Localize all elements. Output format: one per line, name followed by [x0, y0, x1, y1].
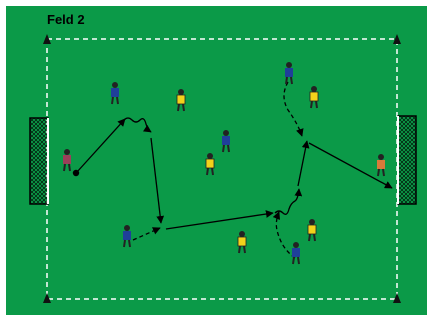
pass-arrow	[298, 141, 307, 186]
player-blue	[111, 82, 119, 104]
cone-icon	[43, 293, 51, 303]
pass-arrow	[166, 213, 273, 229]
field-boundary	[47, 39, 397, 299]
run-arrow	[284, 82, 302, 136]
player-yellow	[238, 231, 246, 253]
cone-icon	[393, 34, 401, 44]
player-blue	[292, 242, 300, 264]
goalkeeper-right	[377, 154, 385, 176]
player-blue	[285, 62, 293, 84]
run-arrow	[133, 228, 160, 240]
dribble-arrow	[124, 118, 151, 132]
player-blue	[222, 130, 230, 152]
goal-net-icon	[398, 116, 416, 204]
players	[63, 62, 385, 264]
player-yellow	[310, 86, 318, 108]
player-yellow	[308, 219, 316, 241]
player-yellow	[177, 89, 185, 111]
right-goal	[398, 116, 416, 204]
goal-net-icon	[30, 118, 48, 204]
goalkeeper-left	[63, 149, 71, 171]
pass-arrow	[151, 138, 161, 223]
cone-icon	[393, 293, 401, 303]
player-yellow	[206, 153, 214, 175]
player-blue	[123, 225, 131, 247]
ball-icon	[73, 170, 79, 176]
left-goal	[30, 118, 48, 204]
corner-cones	[43, 34, 401, 303]
pass-arrow	[77, 119, 125, 172]
dribble-arrow	[275, 189, 299, 214]
